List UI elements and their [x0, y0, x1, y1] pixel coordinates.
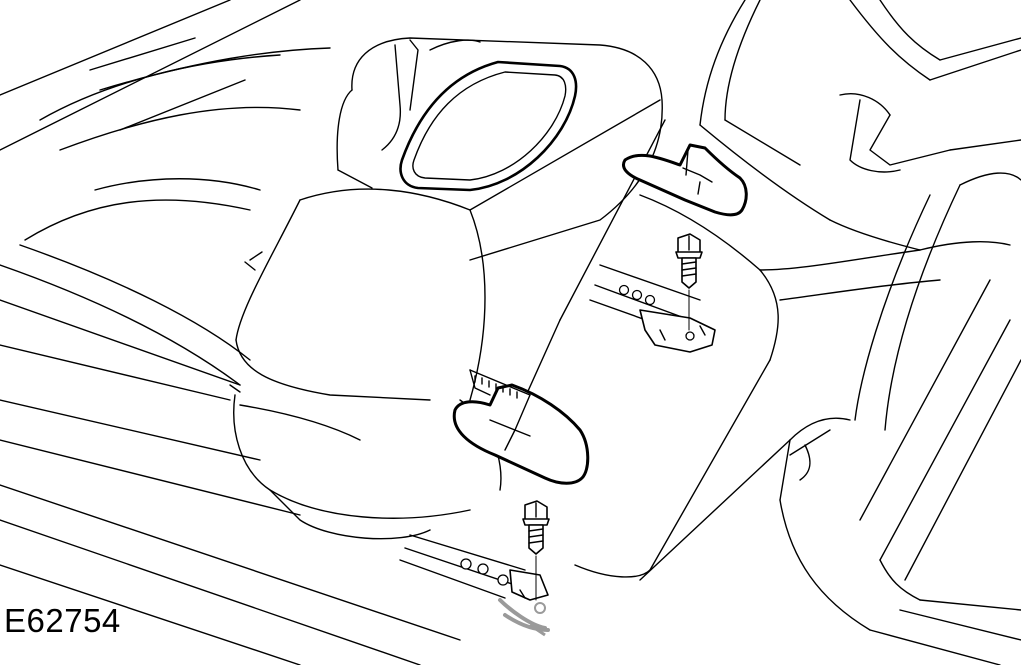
front-seat-rail: [399, 534, 549, 601]
front-rail-trim-cover: [452, 369, 590, 485]
headrest: [336, 37, 663, 261]
rear-seat-rail: [589, 264, 716, 353]
front-bolt-mount-ghost: [498, 598, 550, 637]
seat-back: [235, 99, 666, 421]
right-seat: [789, 0, 1021, 641]
rear-bolt: [675, 233, 703, 331]
center-console: [574, 0, 1011, 665]
left-seat-outline: [0, 0, 461, 665]
rear-rail-trim-cover: [622, 143, 748, 217]
figure-id-label: E62754: [4, 602, 121, 639]
front-bolt: [522, 500, 550, 601]
rear-bolt-hole: [685, 331, 695, 341]
